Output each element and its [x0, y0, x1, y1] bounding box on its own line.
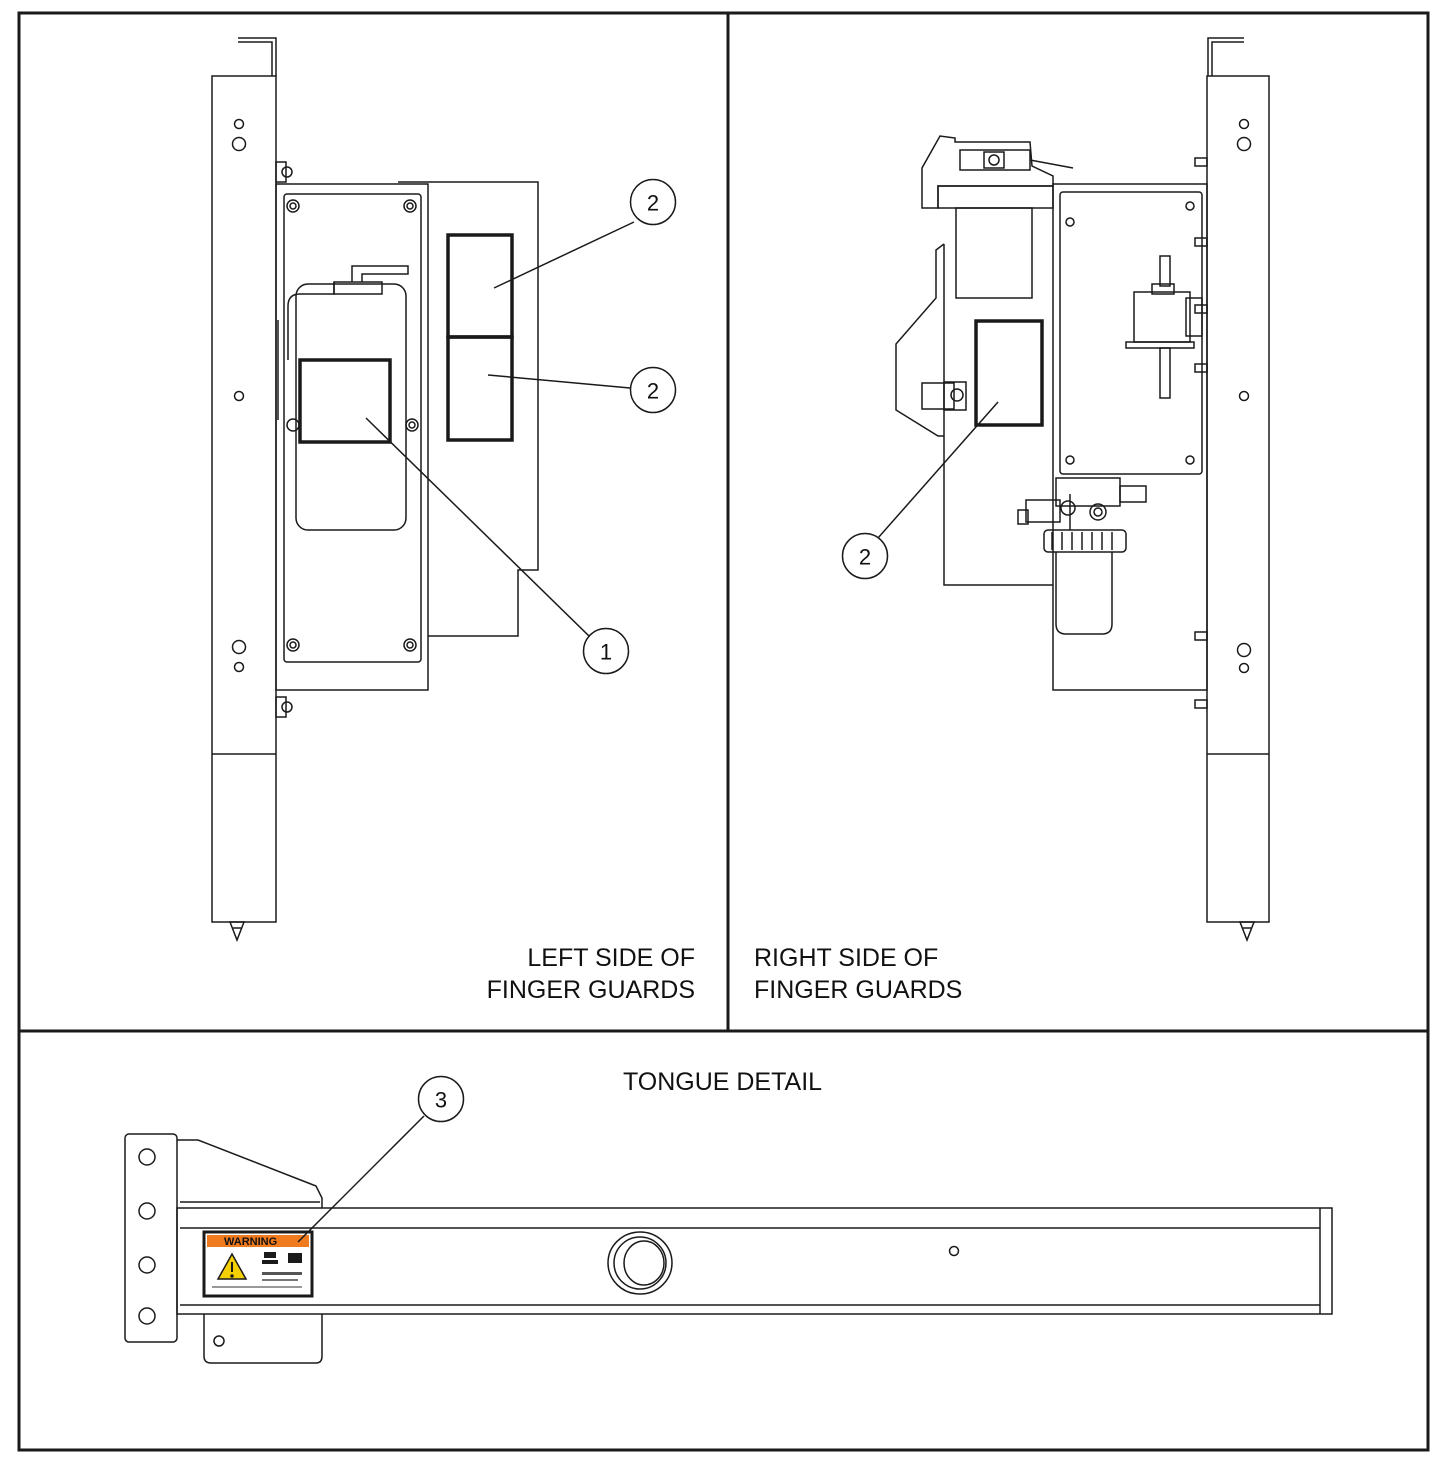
svg-text:2: 2 — [859, 545, 871, 570]
left-decal-2-bottom — [446, 335, 514, 442]
callout-balloon-left-1: 1 — [582, 627, 630, 675]
right-caption-line1: RIGHT SIDE OF — [754, 944, 939, 972]
right-decal-2 — [974, 319, 1044, 427]
left-finger-guard-drawing — [211, 37, 539, 943]
left-panel-caption: LEFT SIDE OF FINGER GUARDS — [487, 942, 695, 1006]
left-callouts — [365, 221, 635, 638]
warning-triangle-icon — [216, 1252, 248, 1280]
svg-text:2: 2 — [647, 379, 659, 404]
svg-text:2: 2 — [647, 191, 659, 216]
outer-frame — [17, 11, 1430, 1452]
left-caption-line1: LEFT SIDE OF — [527, 944, 695, 972]
callout-balloon-right-2: 2 — [841, 532, 889, 580]
svg-text:1: 1 — [600, 640, 612, 665]
left-decal-2-top — [446, 233, 514, 339]
right-panel-caption: RIGHT SIDE OF FINGER GUARDS — [754, 942, 962, 1006]
left-caption-line2: FINGER GUARDS — [486, 976, 695, 1004]
tongue-callouts — [297, 1115, 425, 1243]
callout-balloon-left-2a: 2 — [629, 178, 677, 226]
tongue-warning-decal: WARNING — [202, 1230, 314, 1298]
left-decal-1 — [298, 358, 392, 444]
callout-balloon-tongue-3: 3 — [417, 1075, 465, 1123]
tongue-drawing: WARNING — [124, 1133, 1333, 1364]
right-finger-guard-drawing — [895, 37, 1270, 943]
warning-decal-header: WARNING — [224, 1236, 277, 1248]
tongue-detail-caption: TONGUE DETAIL — [622, 1068, 823, 1096]
callout-balloon-left-2b: 2 — [629, 366, 677, 414]
right-caption-line2: FINGER GUARDS — [754, 976, 963, 1004]
right-callouts — [877, 401, 999, 539]
svg-text:3: 3 — [435, 1088, 447, 1113]
